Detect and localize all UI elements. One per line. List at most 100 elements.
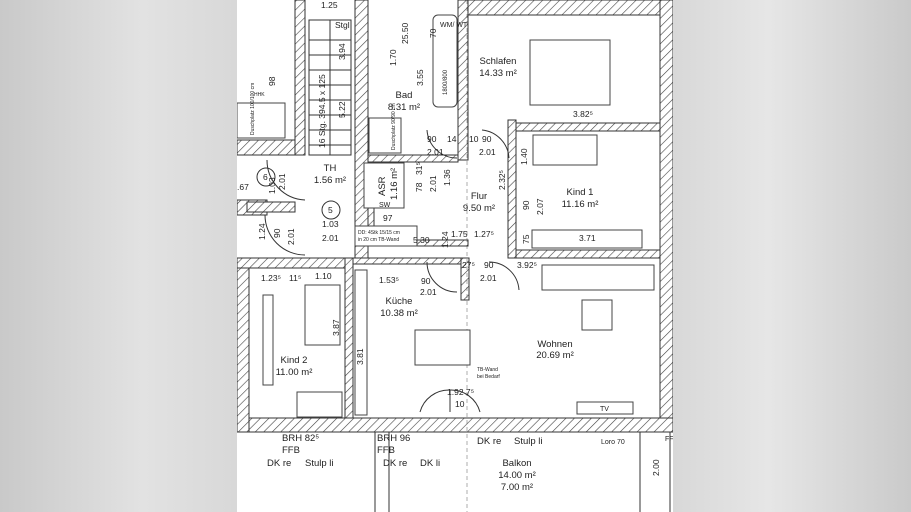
double-bed [529,39,611,106]
room-area-balkon: 14.00 m² [498,470,536,481]
dim: 1.10 [315,271,332,281]
dim: 1.25 [321,0,338,10]
blurred-background-left [0,0,237,512]
dim: 1.03 [267,177,277,194]
shower-100 [237,102,286,139]
dim: 5.22 [337,101,347,118]
dim: 25.50 [400,22,410,44]
dim: 1.40 [519,148,529,165]
dim: 70 [428,28,438,38]
dim: 2.07 [535,198,545,215]
dim: 90 [427,134,437,144]
room-name-kueche: Küche [386,296,413,307]
coffee-table [581,299,613,331]
note-shower2: Duschplatz 90/90 cm [391,103,397,150]
note-tb-1: TB-Wand [477,367,498,373]
note-loro: Loro 70 [601,439,625,446]
circle-5 [321,200,341,220]
dim: 1.27⁵ [474,229,494,239]
window-dk-wohnen: DK re [477,436,501,447]
window-dk1-kueche: DK re [383,458,407,469]
room-area-kind1: 11.16 m² [562,199,599,210]
dim: .67 [237,182,249,192]
desk-kind2 [296,391,343,418]
furniture [237,14,655,418]
room-name-asr: ASR [377,176,388,196]
dim: 90 [272,228,282,238]
dd-note-box [354,225,418,247]
room-name-th: TH [324,163,337,174]
dim: 11⁵ [289,273,301,283]
window-dk2-kueche: DK li [420,458,440,469]
dim: 10 [455,399,465,409]
bed-kind1 [532,134,598,166]
dim: 3.87 [331,319,341,336]
note-tub: 1800/800 [443,69,449,95]
staircase [308,19,352,156]
room-area-schlafen: 14.33 m² [479,68,517,79]
dim: 1.36 [442,169,452,186]
dim: 3.55 [415,69,425,86]
wardrobe-kind1 [531,229,643,249]
note-stgl: Stgl [335,20,350,30]
dim: 2.01 [322,233,339,243]
dim: 2.01 [420,287,437,297]
blurred-background-right [673,0,911,512]
room-name-wohnen: Wohnen [537,339,572,350]
note-wmwt: WM/ WT [440,22,468,29]
window-ffb-kueche: FFB [377,445,395,456]
dim: 2.32⁵ [497,170,507,190]
dim: 1.75 [451,229,468,239]
dim: 3.94 [337,43,347,60]
dim: 10 [469,134,479,144]
note-dd-1: DD: 4Stk 15/15 cm [358,230,400,236]
dim: 97 [383,213,393,223]
room-name-kind1: Kind 1 [567,187,594,198]
dim: 3.81 [355,348,365,365]
sofa [541,264,655,291]
dim: 2.00 [651,459,661,476]
dim: 3.92⁵ [517,260,537,270]
dim: 1.92 7⁵ [447,387,474,397]
bed-kind2 [304,284,341,346]
dim: 5.30 [413,235,430,245]
dim: 2.01 [428,175,438,192]
dining-table [414,329,471,366]
tv-board [576,401,634,415]
dim: 90 [482,134,492,144]
dim: 90 [521,200,531,210]
bathtub [432,14,458,108]
room-labels: Schlafen 14.33 m² Bad 8.31 m² Kind 1 11.… [276,56,599,493]
dim: 31⁵ [414,162,424,175]
dim: 1.24 [257,223,267,240]
room-area-flur: 9.50 m² [463,203,495,214]
note-tb-2: bei Bedarf [477,374,500,380]
circle-5-label: 5 [328,205,333,215]
window-brh-kind2: BRH 82⁵ [282,433,319,444]
note-dd-2: in 20 cm TB-Wand [358,237,399,243]
note-ff: FF [665,436,673,443]
window-stulp-wohnen: Stulp li [514,436,543,447]
asr-cabinet [363,162,405,209]
dim: 2.01 [286,228,296,245]
dim: 14 [447,134,457,144]
dim: 1.03 [322,219,339,229]
room-name-balkon: Balkon [502,458,531,469]
note-tv: TV [600,406,609,413]
annotations: Stgl 16 Stg. 394.5 x 125 WM/ WT 1800/800… [250,20,673,446]
room-name-flur: Flur [471,191,487,202]
dim: 2.01 [427,147,444,157]
floor-plan: Schlafen 14.33 m² Bad 8.31 m² Kind 1 11.… [237,0,673,512]
dim: 90 [421,276,431,286]
note-sw: SW [379,202,391,209]
dim: 2.01 [480,273,497,283]
dimensions: 1.25 1.70 3.55 70 25.50 3.82⁵ 90 14 2.01… [237,0,661,476]
note-hhk: HHK [254,92,265,98]
window-brh-kueche: BRH 96 [377,433,410,444]
dim: 78 [414,182,424,192]
note-stairs: 16 Stg. 394.5 x 125 [317,74,327,148]
dim: 1.70 [388,49,398,66]
dim: 75 [521,234,531,244]
kitchen-counter [354,269,368,416]
window-ffb-kind2: FFB [282,445,300,456]
